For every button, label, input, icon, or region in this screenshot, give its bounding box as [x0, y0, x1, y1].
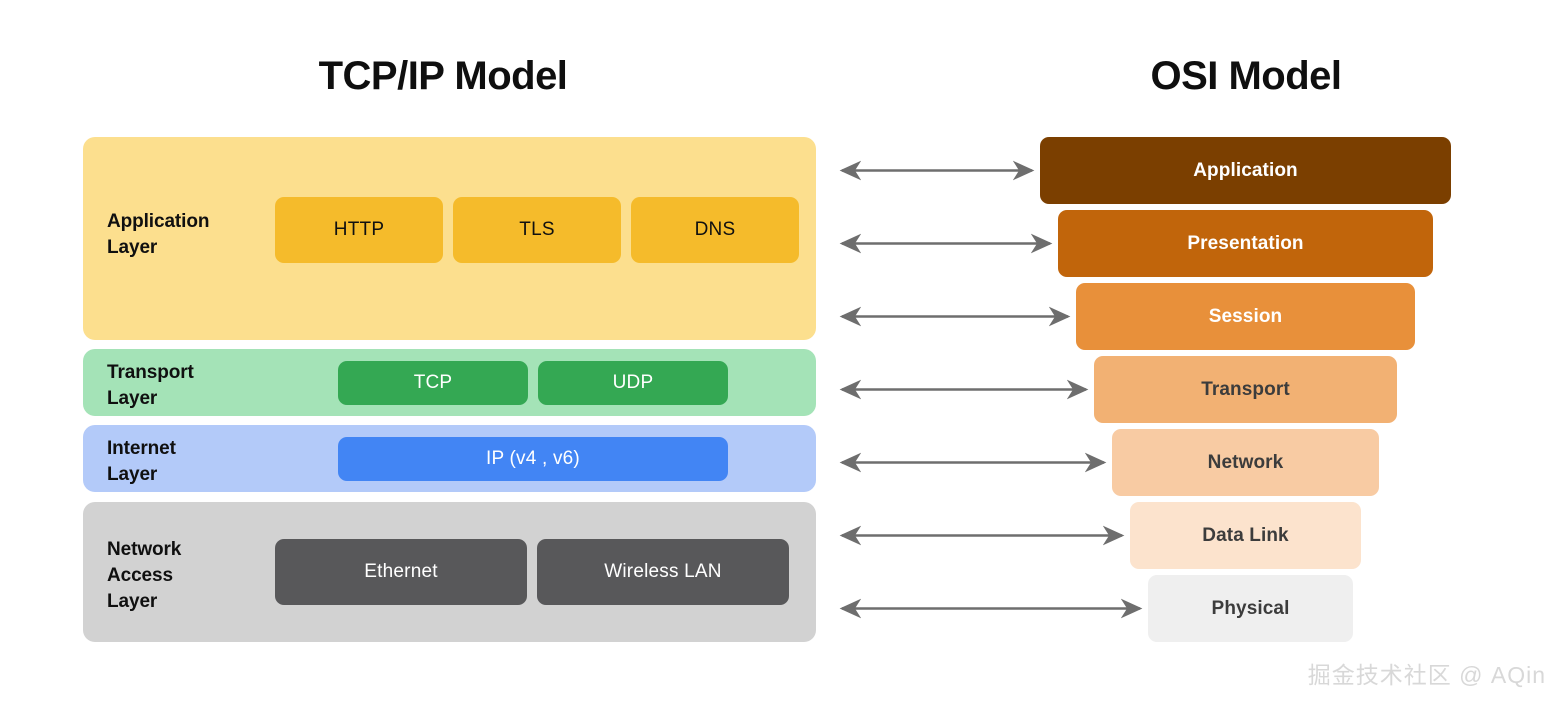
protocol-box-tls[interactable]: TLS [453, 197, 621, 263]
tcpip-layer-label: Internet Layer [107, 438, 176, 485]
osi-layer-session[interactable]: Session [1076, 283, 1415, 350]
osi-layer-application[interactable]: Application [1040, 137, 1451, 204]
osi-layer-network[interactable]: Network [1112, 429, 1379, 496]
protocol-box-wireless-lan[interactable]: Wireless LAN [537, 539, 789, 605]
tcpip-layer-label: Transport Layer [107, 362, 194, 409]
protocol-box-ethernet[interactable]: Ethernet [275, 539, 527, 605]
tcpip-model-title: TCP/IP Model [318, 54, 568, 98]
osi-layer-data-link[interactable]: Data Link [1130, 502, 1361, 569]
watermark: 掘金技术社区 @ AQin [1307, 662, 1546, 688]
tcpip-layer-label: Application Layer [107, 211, 210, 258]
osi-layer-presentation[interactable]: Presentation [1058, 210, 1433, 277]
protocol-box-tcp[interactable]: TCP [338, 361, 528, 405]
osi-layer-transport[interactable]: Transport [1094, 356, 1397, 423]
protocol-box-udp[interactable]: UDP [538, 361, 728, 405]
tcpip-layer-label: Network Access Layer [107, 539, 182, 612]
protocol-box-dns[interactable]: DNS [631, 197, 799, 263]
protocol-box-http[interactable]: HTTP [275, 197, 443, 263]
protocol-row: IP (v4 , v6) [338, 437, 728, 481]
tcpip-layer-internet: Internet Layer IP (v4 , v6) [83, 425, 816, 492]
osi-layer-physical[interactable]: Physical [1148, 575, 1353, 642]
protocol-box-ip-v4-v6[interactable]: IP (v4 , v6) [338, 437, 728, 481]
osi-model-title: OSI Model [1150, 54, 1342, 98]
